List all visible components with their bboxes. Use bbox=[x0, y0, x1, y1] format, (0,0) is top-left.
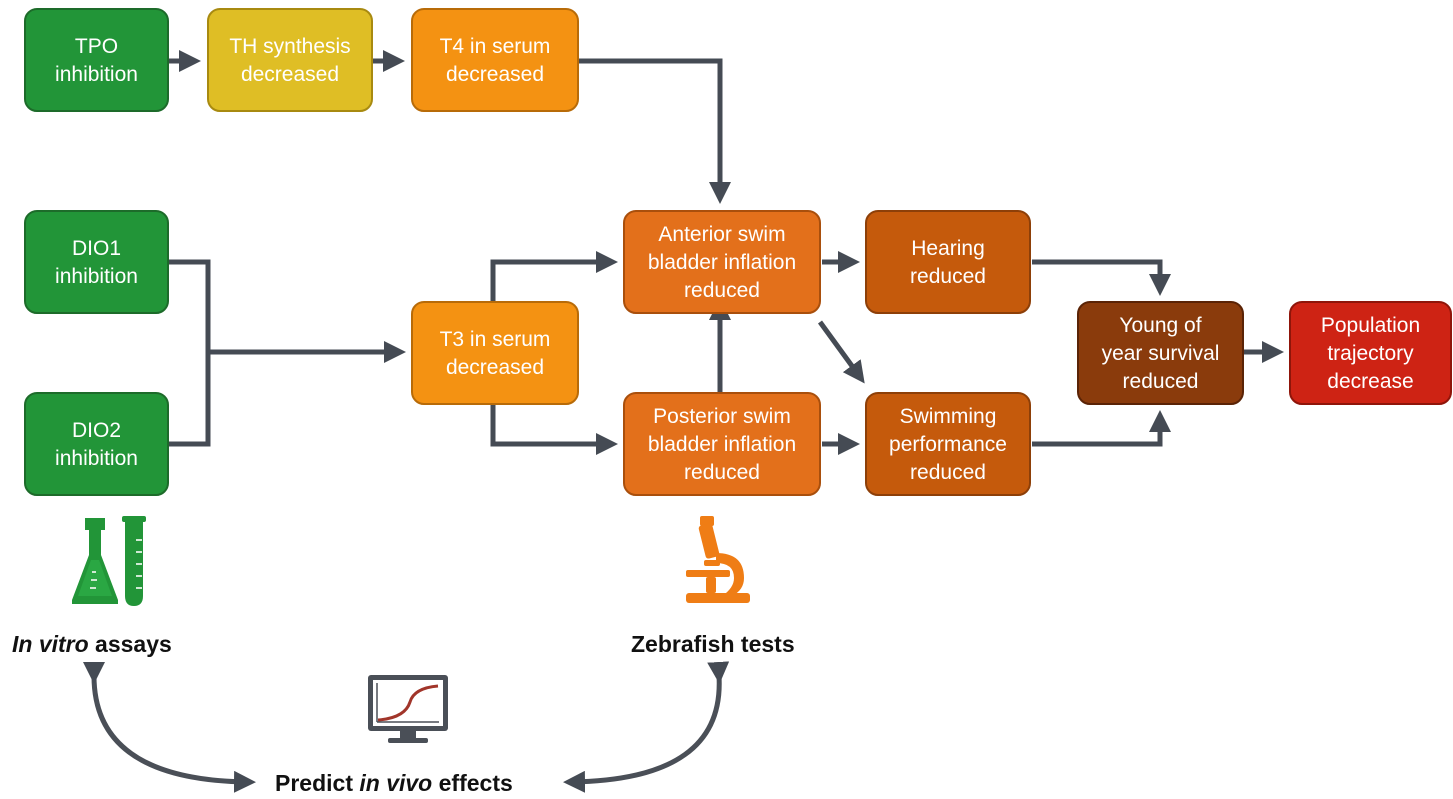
node-t4-serum: T4 in serum decreased bbox=[411, 8, 579, 112]
edge-swimming-young bbox=[1032, 410, 1171, 447]
svg-text:bladder inflation: bladder inflation bbox=[648, 251, 796, 274]
invitro-label: In vitro assays bbox=[12, 631, 172, 657]
svg-text:DIO2: DIO2 bbox=[72, 419, 121, 442]
edge-t3-posterior bbox=[490, 404, 618, 455]
svg-text:inhibition: inhibition bbox=[55, 447, 138, 470]
svg-text:reduced: reduced bbox=[1123, 370, 1199, 393]
svg-text:DIO1: DIO1 bbox=[72, 237, 121, 260]
feedback-arrows bbox=[82, 661, 730, 793]
edge-hearing-young bbox=[1032, 259, 1171, 296]
svg-text:T4 in serum: T4 in serum bbox=[440, 35, 551, 58]
node-population-trajectory: Population trajectory decrease bbox=[1289, 301, 1452, 405]
svg-text:Hearing: Hearing bbox=[911, 237, 985, 260]
svg-text:Posterior swim: Posterior swim bbox=[653, 405, 791, 428]
svg-text:Population: Population bbox=[1321, 314, 1420, 337]
arrow-invitro-predict bbox=[82, 661, 256, 793]
svg-text:trajectory: trajectory bbox=[1327, 342, 1414, 365]
edge-t4-anterior bbox=[578, 58, 731, 204]
node-dio2: DIO2 inhibition bbox=[24, 392, 169, 496]
arrow-zebrafish-predict bbox=[563, 661, 730, 793]
node-dio1: DIO1 inhibition bbox=[24, 210, 169, 314]
node-tpo: TPO inhibition bbox=[24, 8, 169, 112]
node-young-of-year: Young of year survival reduced bbox=[1077, 301, 1244, 405]
svg-text:T3 in serum: T3 in serum bbox=[440, 328, 551, 351]
svg-text:decreased: decreased bbox=[446, 63, 544, 86]
svg-text:Swimming: Swimming bbox=[900, 405, 997, 428]
svg-text:reduced: reduced bbox=[910, 461, 986, 484]
svg-text:inhibition: inhibition bbox=[55, 63, 138, 86]
node-hearing: Hearing reduced bbox=[865, 210, 1031, 314]
svg-text:reduced: reduced bbox=[684, 461, 760, 484]
svg-text:TPO: TPO bbox=[75, 35, 118, 58]
svg-text:decrease: decrease bbox=[1327, 370, 1413, 393]
node-t3-serum: T3 in serum decreased bbox=[411, 301, 579, 405]
lab-flask-icon bbox=[72, 518, 118, 604]
svg-text:decreased: decreased bbox=[241, 63, 339, 86]
svg-text:year survival: year survival bbox=[1102, 342, 1220, 365]
monitor-chart-icon bbox=[368, 675, 448, 743]
svg-text:reduced: reduced bbox=[684, 279, 760, 302]
svg-text:TH synthesis: TH synthesis bbox=[229, 35, 350, 58]
svg-text:Young of: Young of bbox=[1119, 314, 1201, 337]
predict-label: Predict in vivo effects bbox=[275, 770, 513, 796]
svg-text:performance: performance bbox=[889, 433, 1007, 456]
edge-dio2-merge bbox=[168, 352, 211, 447]
zebrafish-label: Zebrafish tests bbox=[631, 631, 795, 657]
svg-text:inhibition: inhibition bbox=[55, 265, 138, 288]
svg-text:bladder inflation: bladder inflation bbox=[648, 433, 796, 456]
test-tube-icon bbox=[122, 516, 146, 606]
svg-text:reduced: reduced bbox=[910, 265, 986, 288]
connectors bbox=[168, 50, 1284, 455]
node-posterior-swim-bladder: Posterior swim bladder inflation reduced bbox=[623, 392, 821, 496]
svg-text:Anterior swim: Anterior swim bbox=[658, 223, 785, 246]
edge-t3-anterior bbox=[490, 251, 618, 302]
svg-text:decreased: decreased bbox=[446, 356, 544, 379]
edge-dio1-merge bbox=[168, 259, 211, 352]
edge-anterior-swimming bbox=[817, 320, 865, 384]
node-th-synthesis: TH synthesis decreased bbox=[207, 8, 373, 112]
node-swimming-performance: Swimming performance reduced bbox=[865, 392, 1031, 496]
microscope-icon bbox=[686, 516, 750, 603]
node-anterior-swim-bladder: Anterior swim bladder inflation reduced bbox=[623, 210, 821, 314]
